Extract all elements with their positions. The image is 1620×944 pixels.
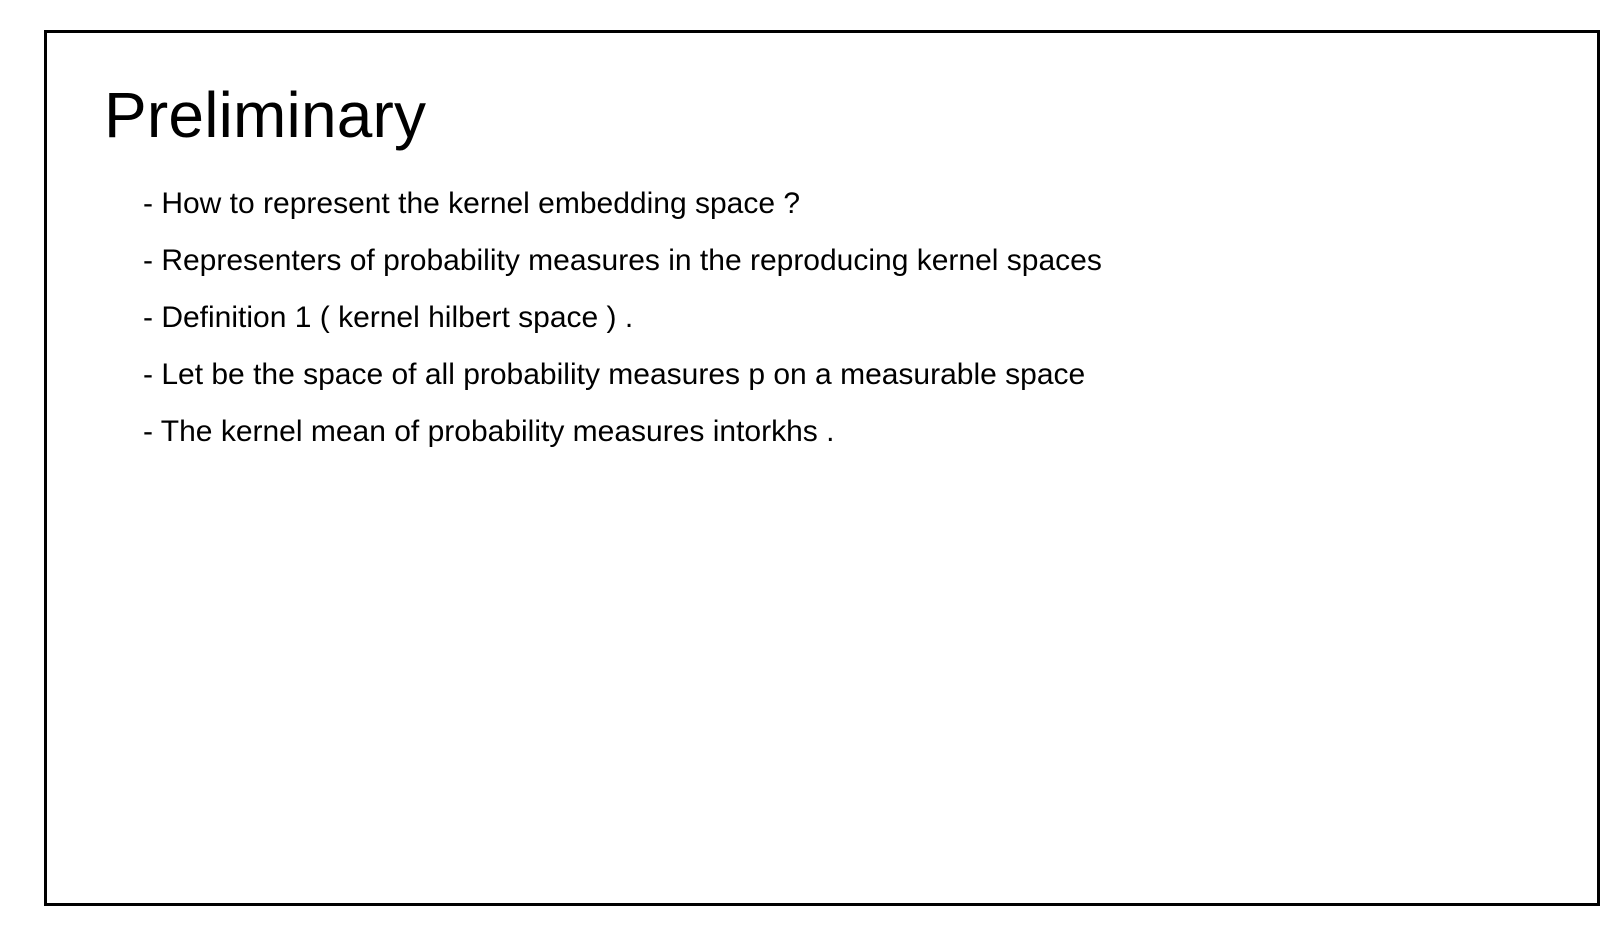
- bullet-list: - How to represent the kernel embedding …: [143, 175, 1102, 460]
- bullet-item-representers: - Representers of probability measures i…: [143, 244, 1102, 277]
- slide-frame: Preliminary - How to represent the kerne…: [44, 30, 1600, 906]
- bullet-item-kernel-embedding-question: - How to represent the kernel embedding …: [143, 187, 801, 220]
- bullet-item-probability-space: - Let be the space of all probability me…: [143, 358, 1086, 391]
- bullet-item-kernel-mean: - The kernel mean of probability measure…: [143, 415, 835, 448]
- bullet-item-definition: - Definition 1 ( kernel hilbert space ) …: [143, 301, 634, 334]
- slide-title: Preliminary: [104, 79, 427, 151]
